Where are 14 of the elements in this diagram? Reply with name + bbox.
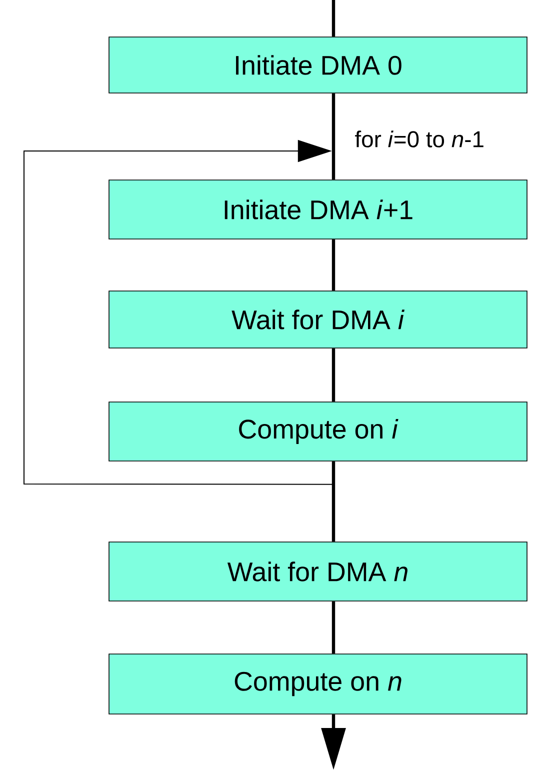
- loop-arrow: [24, 140, 334, 485]
- process-box: Wait for DMA n: [108, 542, 528, 602]
- process-box: Compute on i: [108, 402, 528, 462]
- connector-line: [332, 93, 336, 180]
- connector-line: [332, 461, 336, 542]
- connector-line: [332, 0, 336, 37]
- process-box: Initiate DMA i+1: [108, 180, 528, 240]
- process-box: Wait for DMA i: [108, 290, 528, 348]
- edge-label: for i=0 to n-1: [354, 130, 486, 148]
- connector-line: [332, 239, 336, 291]
- process-box: Compute on n: [108, 654, 528, 714]
- connector-line: [332, 601, 336, 654]
- process-box: Initiate DMA 0: [108, 36, 528, 94]
- connector-line: [332, 348, 336, 402]
